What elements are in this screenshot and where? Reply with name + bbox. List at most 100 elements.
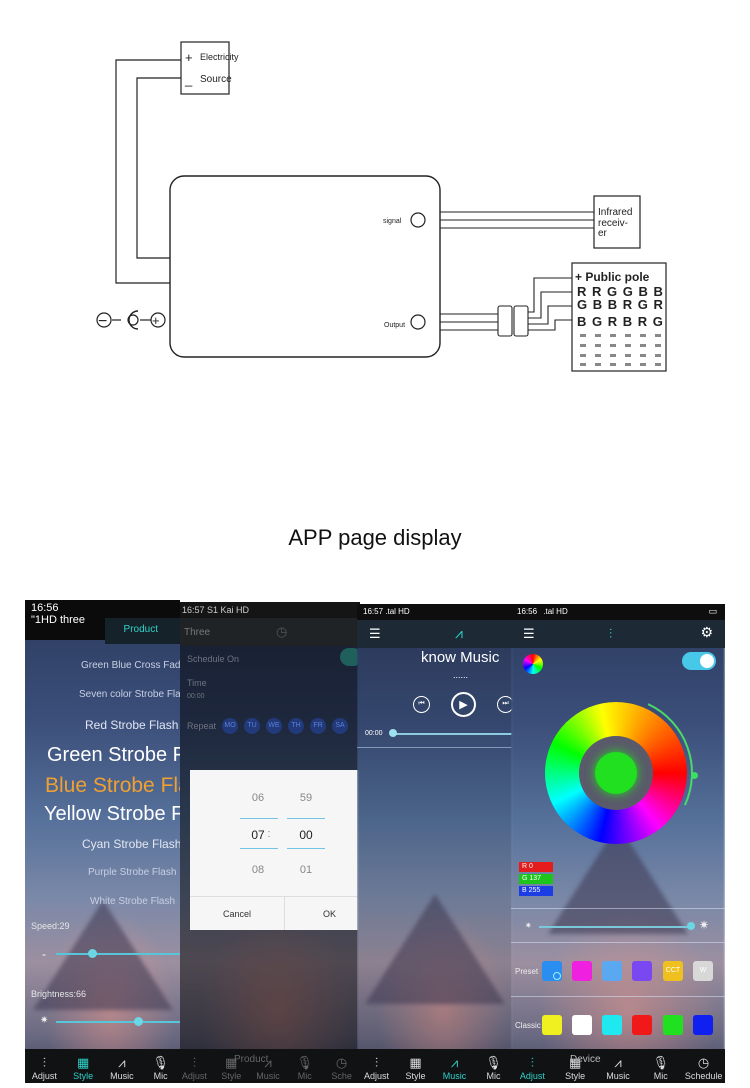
output-port xyxy=(410,314,426,330)
next-button[interactable]: ⏭ xyxy=(497,696,513,713)
divider xyxy=(511,996,725,997)
led-terminal-box xyxy=(571,262,667,372)
dialog-divider xyxy=(190,896,360,897)
preset-swatch[interactable] xyxy=(602,961,622,981)
divider xyxy=(511,942,725,943)
brightness-slider-track[interactable] xyxy=(539,926,693,928)
nav-adjust[interactable]: ⫶Adjust xyxy=(176,1055,213,1081)
mode-item[interactable]: Yellow Strobe Flash xyxy=(44,803,180,825)
red-value: R 0 xyxy=(519,862,553,872)
picker-line xyxy=(240,818,278,819)
previous-button[interactable]: ⏮ xyxy=(413,696,430,713)
brightness-slider-track[interactable] xyxy=(56,1021,180,1023)
classic-swatch[interactable] xyxy=(572,1015,592,1035)
nav-adjust[interactable]: ⫶Adjust xyxy=(357,1055,396,1081)
day-mo[interactable]: MO xyxy=(222,718,239,734)
day-tu[interactable]: TU xyxy=(244,718,261,734)
nav-mic[interactable]: 🎙Mic xyxy=(641,1055,681,1081)
output-plug-1 xyxy=(497,305,513,337)
output-plug-2 xyxy=(513,305,529,337)
nav-mic[interactable]: 🎙Mic xyxy=(286,1055,323,1081)
nav-schedule[interactable]: ◷Sche xyxy=(323,1055,360,1081)
picker-line xyxy=(240,848,278,849)
ir-receiver-box xyxy=(593,195,641,249)
nav-style[interactable]: ▦Style xyxy=(396,1055,435,1081)
mode-item[interactable]: Seven color Strobe Flash xyxy=(79,689,180,700)
day-we[interactable]: WE xyxy=(266,718,283,734)
progress-track[interactable] xyxy=(393,733,513,735)
nav-label: Adjust xyxy=(519,1071,545,1081)
grid-icon: ▦ xyxy=(409,1055,422,1070)
mode-item[interactable]: Cyan Strobe Flash xyxy=(82,837,180,851)
nav-schedule[interactable]: ◷Schedule xyxy=(684,1055,724,1081)
w-label: W xyxy=(699,967,707,974)
nav-style[interactable]: ▦Style xyxy=(555,1055,595,1081)
speed-slider-track[interactable] xyxy=(56,953,180,955)
music-note-icon: ⩘ xyxy=(455,625,463,641)
power-toggle[interactable] xyxy=(682,652,716,670)
color-palette-icon[interactable] xyxy=(523,654,543,674)
song-title: know Music xyxy=(421,649,500,666)
background-scene xyxy=(357,604,513,1083)
cancel-button[interactable]: Cancel xyxy=(223,909,252,919)
mode-item[interactable]: Purple Strobe Flash xyxy=(88,867,177,878)
classic-swatch[interactable] xyxy=(663,1015,683,1035)
nav-adjust[interactable]: ⫶Adjust xyxy=(512,1055,552,1081)
mode-item[interactable]: Green Blue Cross Fade xyxy=(81,660,180,671)
nav-music[interactable]: ⩘Music xyxy=(435,1055,474,1081)
nav-mic[interactable]: 🎙Mic xyxy=(141,1055,180,1081)
classic-swatch[interactable] xyxy=(602,1015,622,1035)
timer-icon[interactable]: ◷ xyxy=(276,624,288,639)
picker-minute-prev[interactable]: 59 xyxy=(299,792,313,804)
speed-minus[interactable]: - xyxy=(42,947,46,961)
bottom-nav: ⫶Adjust ▦Style ⩘Music 🎙Mic xyxy=(25,1049,180,1083)
white-swatch[interactable]: W xyxy=(693,961,713,981)
wheel-handle[interactable] xyxy=(691,772,698,779)
ok-button[interactable]: OK xyxy=(323,909,337,919)
classic-swatch[interactable] xyxy=(693,1015,713,1035)
nav-adjust[interactable]: ⫶Adjust xyxy=(25,1055,64,1081)
classic-swatch[interactable] xyxy=(632,1015,652,1035)
brightness-slider-knob[interactable] xyxy=(133,1017,143,1026)
nav-music[interactable]: ⩘Music xyxy=(250,1055,287,1081)
mode-item-selected[interactable]: Blue Strobe Flash xyxy=(45,774,180,797)
top-bar: ☰ ⩘ xyxy=(357,620,513,648)
time-label: Time xyxy=(187,678,207,688)
menu-icon[interactable]: ☰ xyxy=(369,626,381,641)
progress-knob[interactable] xyxy=(389,729,397,737)
picker-hour-next[interactable]: 08 xyxy=(251,864,265,876)
preset-swatch[interactable] xyxy=(572,961,592,981)
classic-swatch[interactable] xyxy=(542,1015,562,1035)
settings-gear-icon[interactable]: ⚙ xyxy=(700,624,713,640)
status-bar: 16:57 .tal HD xyxy=(357,604,513,620)
day-sa[interactable]: SA xyxy=(332,718,349,734)
power-minus-label: _ xyxy=(184,72,193,87)
play-button[interactable]: ▶ xyxy=(451,692,476,717)
picker-minute-selected[interactable]: 00 xyxy=(299,828,313,842)
nav-mic[interactable]: 🎙Mic xyxy=(474,1055,513,1081)
nav-style[interactable]: ▦Style xyxy=(213,1055,250,1081)
nav-style[interactable]: ▦Style xyxy=(64,1055,103,1081)
schedule-toggle[interactable] xyxy=(340,648,360,666)
mode-item[interactable]: White Strobe Flash xyxy=(90,896,176,907)
product-tab[interactable]: Product xyxy=(123,624,158,635)
cct-swatch[interactable]: CCT xyxy=(663,961,683,981)
nav-label: Adjust xyxy=(363,1071,389,1081)
nav-music[interactable]: ⩘Music xyxy=(598,1055,638,1081)
nav-music[interactable]: ⩘Music xyxy=(103,1055,142,1081)
picker-minute-next[interactable]: 01 xyxy=(299,864,313,876)
ir-label-3: er xyxy=(598,228,608,239)
power-wire-inner xyxy=(136,77,181,259)
speed-slider-knob[interactable] xyxy=(87,949,97,958)
mode-item[interactable]: Red Strobe Flash xyxy=(85,718,179,732)
brightness-slider-knob[interactable] xyxy=(687,922,695,930)
day-th[interactable]: TH xyxy=(288,718,305,734)
day-fr[interactable]: FR xyxy=(310,718,327,734)
top-bar: ☰ ⫶ ⚙ xyxy=(511,620,725,648)
picker-hour-selected[interactable]: 07 xyxy=(251,828,265,842)
music-icon: ⩘ xyxy=(264,1055,272,1070)
preset-swatch[interactable] xyxy=(632,961,652,981)
picker-hour-prev[interactable]: 06 xyxy=(251,792,265,804)
menu-icon[interactable]: ☰ xyxy=(523,626,535,641)
mode-item[interactable]: Green Strobe Flash xyxy=(47,744,180,766)
